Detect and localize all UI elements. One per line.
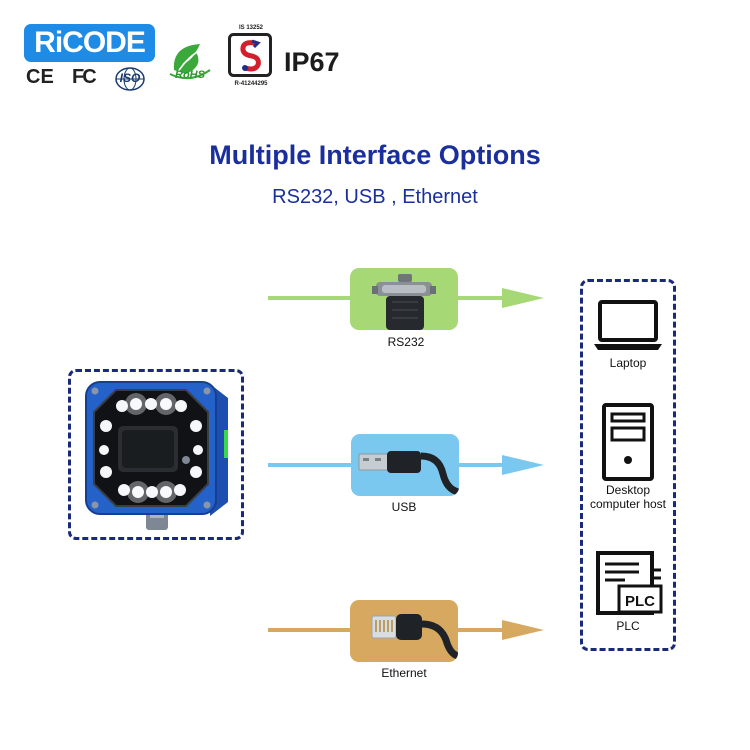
is-standard-number: IS 13252 — [238, 25, 264, 31]
iso-icon: ISO — [114, 66, 146, 92]
rj45-connector-icon — [371, 614, 458, 660]
ip-rating: IP67 — [284, 47, 340, 77]
desktop-host-label: Desktop computer host — [589, 483, 667, 511]
rohs-icon: RoHS — [164, 36, 216, 88]
iso-label: ISO — [119, 71, 141, 85]
rs232-label: RS232 — [387, 335, 425, 349]
rohs-label: RoHS — [175, 69, 205, 81]
bis-mark-icon — [228, 33, 272, 77]
desktop-tower-icon — [602, 403, 654, 481]
registration-number: R-41244295 — [234, 81, 268, 87]
laptop-icon — [594, 300, 662, 350]
plc-icon-text: PLC — [625, 593, 655, 610]
ethernet-label: Ethernet — [381, 666, 427, 680]
device-frame — [68, 369, 244, 540]
usb-label: USB — [391, 500, 417, 514]
ethernet-connector-box — [350, 600, 458, 662]
plc-icon: PLC — [596, 551, 663, 615]
usb-connector-icon — [358, 451, 459, 496]
host-frame — [580, 279, 676, 651]
rs232-connector-box — [350, 268, 458, 330]
laptop-label: Laptop — [609, 356, 647, 370]
fc-mark: FC — [72, 66, 97, 88]
code-reader-device-icon — [78, 374, 238, 534]
page-title: Multiple Interface Options — [209, 140, 541, 170]
brand-logo: RiCODE — [24, 24, 155, 62]
db9-connector-icon — [372, 274, 436, 330]
page-subtitle: RS232, USB , Ethernet — [272, 186, 478, 208]
plc-label: PLC — [616, 619, 640, 633]
ce-mark: CE — [26, 66, 54, 88]
usb-connector-box — [351, 434, 459, 496]
